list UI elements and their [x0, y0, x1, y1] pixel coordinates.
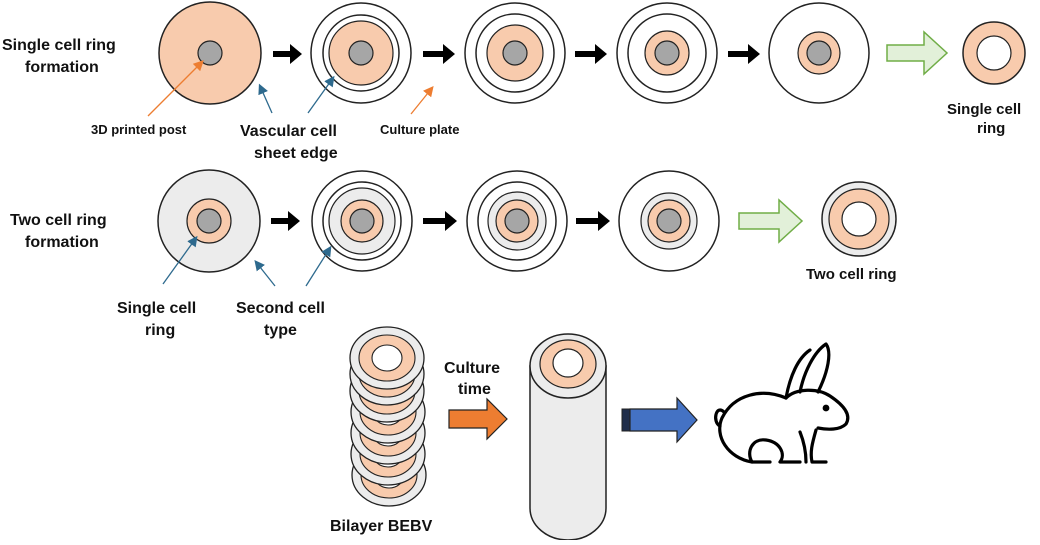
row2-result-arrow: [738, 198, 804, 244]
label-vascular-cell-line2: sheet edge: [254, 145, 338, 162]
row1-step2-well: [310, 2, 412, 104]
label-single-cell-ring-line1: Single cell: [117, 300, 196, 317]
row1-step5-well: [768, 2, 870, 104]
row1-title-line1: Single cell ring: [2, 37, 116, 54]
label-second-cell-type-line1: Second cell: [236, 300, 325, 317]
row2-step3-well: [466, 170, 568, 272]
row1-step4-well: [616, 2, 718, 104]
row2-step1-well: [157, 169, 261, 273]
row1-step1-well: [158, 1, 262, 105]
pointer-3d-printed-post: [147, 60, 204, 117]
row2-arrow-3: [576, 211, 610, 231]
pointer-second-cell-type-2: [305, 245, 332, 287]
label-culture-plate: Culture plate: [380, 122, 459, 137]
label-vascular-cell-line1: Vascular cell: [240, 123, 337, 140]
row2-process-arrows: [271, 211, 610, 231]
label-culture-time-line1: Culture: [444, 360, 500, 377]
pointer-second-cell-type-1: [254, 259, 276, 287]
label-single-cell-ring-line2: ring: [145, 322, 175, 339]
label-culture-time-line2: time: [458, 381, 491, 398]
row1-arrow-3: [575, 44, 607, 64]
row2-step2-well: [311, 170, 413, 272]
row2-result-two-cell-ring: [821, 181, 897, 257]
row1-result-label-line1: Single cell: [947, 101, 1021, 118]
row1-result-arrow: [886, 30, 949, 76]
row2-title-line1: Two cell ring: [10, 212, 107, 229]
pointer-culture-plate: [410, 85, 434, 115]
row1-arrow-4: [728, 44, 760, 64]
culture-time-arrow: [448, 397, 508, 441]
implant-arrow: [621, 396, 698, 444]
row2-result-label: Two cell ring: [806, 266, 897, 283]
row2-step4-well: [618, 170, 720, 272]
stacked-ring-1: [349, 326, 425, 390]
row1-result-label-line2: ring: [977, 120, 1005, 137]
label-second-cell-type-line2: type: [264, 322, 297, 339]
row1-arrow-2: [423, 44, 455, 64]
row1-arrow-1: [273, 44, 302, 64]
label-bilayer-bebv: Bilayer BEBV: [330, 518, 433, 535]
bilayer-ring-stack: [349, 326, 427, 507]
row2-arrow-1: [271, 211, 300, 231]
label-3d-printed-post: 3D printed post: [91, 122, 187, 137]
row2-title-line2: formation: [25, 234, 99, 251]
rabbit-icon: [714, 342, 850, 464]
pointer-vascular-cell-sheet-edge-1: [258, 83, 273, 114]
row1-result-single-cell-ring: [962, 21, 1026, 85]
pointer-vascular-cell-sheet-edge-2: [307, 75, 335, 114]
row1-step3-well: [464, 2, 566, 104]
pointer-single-cell-ring: [162, 235, 198, 285]
row1-title-line2: formation: [25, 59, 99, 76]
row1-process-arrows: [273, 44, 760, 64]
row2-arrow-2: [423, 211, 457, 231]
bebv-vessel-tube: [529, 333, 607, 541]
